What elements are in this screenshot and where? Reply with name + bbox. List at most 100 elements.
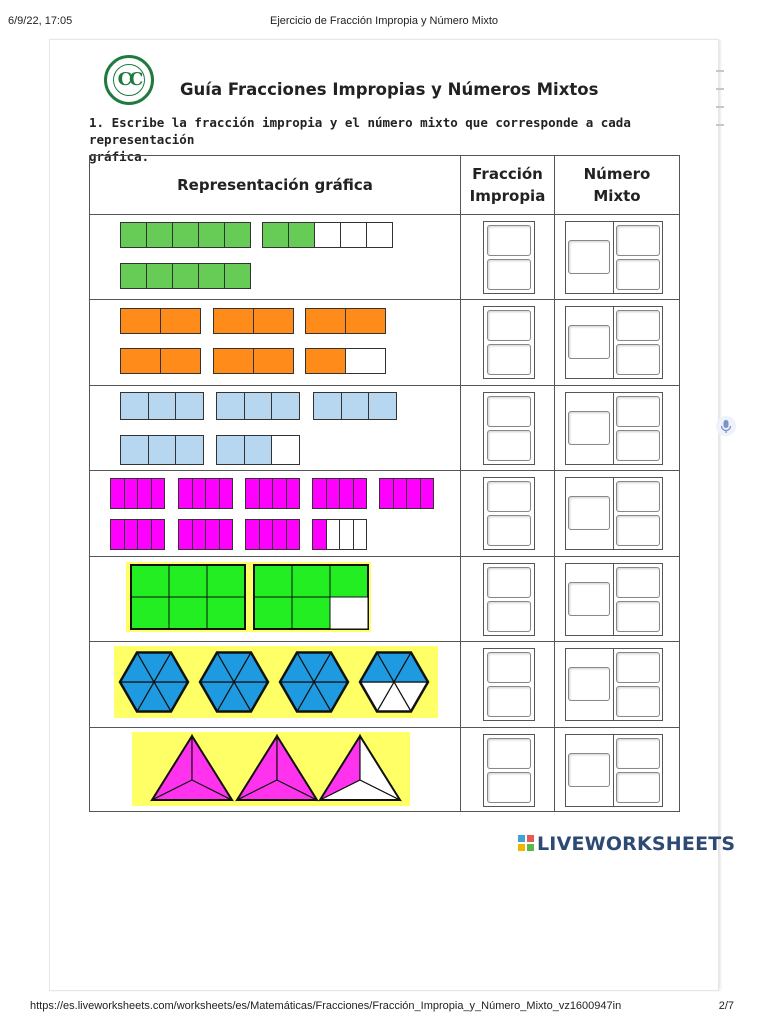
mixed-whole-input[interactable] (568, 753, 610, 787)
bar-whole (120, 348, 201, 374)
bar-whole (110, 519, 165, 550)
row-1-graphic (90, 215, 461, 299)
mixed-whole-input[interactable] (568, 582, 610, 616)
bar-whole (313, 392, 397, 420)
hexagon-fraction-models (114, 646, 438, 718)
row-4-graphic (90, 471, 461, 556)
mixed-divider (613, 564, 614, 635)
bar-partial (262, 222, 393, 248)
mixed-numerator-input[interactable] (616, 567, 660, 598)
column-divider (460, 156, 461, 811)
mixed-number-box (565, 648, 663, 721)
bar-whole (245, 478, 300, 509)
improper-fraction-box (483, 221, 535, 294)
mixed-denominator-input[interactable] (616, 344, 660, 375)
hexagon-outline (118, 651, 190, 713)
print-date: 6/9/22, 17:05 (8, 15, 73, 27)
row-5-graphic (90, 557, 461, 641)
mixed-numerator-input[interactable] (616, 310, 660, 341)
mixed-divider (613, 393, 614, 464)
bar-whole (216, 392, 300, 420)
triangle-outline (318, 734, 402, 801)
mixed-number-box (565, 306, 663, 379)
mixed-whole-input[interactable] (568, 496, 610, 530)
school-logo-letters: CC (113, 64, 145, 96)
worksheet-title: Guía Fracciones Impropias y Números Mixt… (180, 80, 599, 99)
liveworksheets-mark-icon (518, 834, 534, 851)
mixed-number-box (565, 221, 663, 294)
improper-fraction-box (483, 734, 535, 807)
hexagon-outline (198, 651, 270, 713)
mixed-whole-input[interactable] (568, 667, 610, 701)
liveworksheets-brand: LIVEWORKSHEETS (537, 833, 736, 855)
print-page-count: 2/7 (718, 1000, 734, 1012)
improper-denominator-input[interactable] (487, 772, 531, 803)
improper-fraction-box (483, 392, 535, 465)
row-6-graphic (90, 642, 461, 727)
improper-fraction-box (483, 306, 535, 379)
improper-numerator-input[interactable] (487, 396, 531, 427)
improper-numerator-input[interactable] (487, 481, 531, 512)
mixed-number-box (565, 392, 663, 465)
mixed-denominator-input[interactable] (616, 601, 660, 632)
row-3-graphic (90, 386, 461, 470)
mixed-denominator-input[interactable] (616, 259, 660, 290)
bar-whole (178, 519, 233, 550)
mixed-divider (613, 222, 614, 293)
mixed-denominator-input[interactable] (616, 430, 660, 461)
triangle-outline (235, 734, 319, 801)
bar-whole (213, 348, 294, 374)
mixed-numerator-input[interactable] (616, 481, 660, 512)
improper-denominator-input[interactable] (487, 344, 531, 375)
improper-denominator-input[interactable] (487, 515, 531, 546)
print-url: https://es.liveworksheets.com/worksheets… (30, 1000, 622, 1012)
improper-numerator-input[interactable] (487, 738, 531, 769)
bar-whole (120, 222, 251, 248)
triangle-outline (150, 734, 234, 801)
bar-whole (120, 263, 251, 289)
bar-whole (305, 308, 386, 334)
mixed-denominator-input[interactable] (616, 515, 660, 546)
header-representation: Representación gráfica (177, 176, 373, 194)
bar-whole (120, 435, 204, 465)
mixed-number-box (565, 734, 663, 807)
triangle-fraction-models (132, 732, 410, 806)
mixed-whole-input[interactable] (568, 325, 610, 359)
instruction-text: 1. Escribe la fracción impropia y el núm… (89, 114, 679, 165)
mixed-whole-input[interactable] (568, 240, 610, 274)
mixed-divider (613, 478, 614, 549)
improper-denominator-input[interactable] (487, 430, 531, 461)
improper-denominator-input[interactable] (487, 601, 531, 632)
mixed-whole-input[interactable] (568, 411, 610, 445)
mixed-denominator-input[interactable] (616, 772, 660, 803)
liveworksheets-logo: LIVEWORKSHEETS (518, 833, 735, 855)
mixed-numerator-input[interactable] (616, 225, 660, 256)
improper-denominator-input[interactable] (487, 259, 531, 290)
improper-numerator-input[interactable] (487, 225, 531, 256)
bar-whole (120, 308, 201, 334)
bar-whole (178, 478, 233, 509)
mixed-divider (613, 735, 614, 806)
instruction-line-2: gráfica. (89, 149, 150, 164)
row-2-graphic (90, 300, 461, 385)
bar-whole (379, 478, 434, 509)
improper-fraction-box (483, 648, 535, 721)
mixed-numerator-input[interactable] (616, 652, 660, 683)
bar-partial (216, 435, 300, 465)
improper-numerator-input[interactable] (487, 310, 531, 341)
mixed-numerator-input[interactable] (616, 738, 660, 769)
mixed-divider (613, 649, 614, 720)
improper-numerator-input[interactable] (487, 652, 531, 683)
print-footer: https://es.liveworksheets.com/worksheets… (0, 994, 768, 1024)
mixed-number-box (565, 563, 663, 636)
mixed-denominator-input[interactable] (616, 686, 660, 717)
microphone-icon[interactable] (716, 416, 736, 436)
bar-whole (245, 519, 300, 550)
mixed-numerator-input[interactable] (616, 396, 660, 427)
improper-numerator-input[interactable] (487, 567, 531, 598)
mixed-number-box (565, 477, 663, 550)
improper-denominator-input[interactable] (487, 686, 531, 717)
